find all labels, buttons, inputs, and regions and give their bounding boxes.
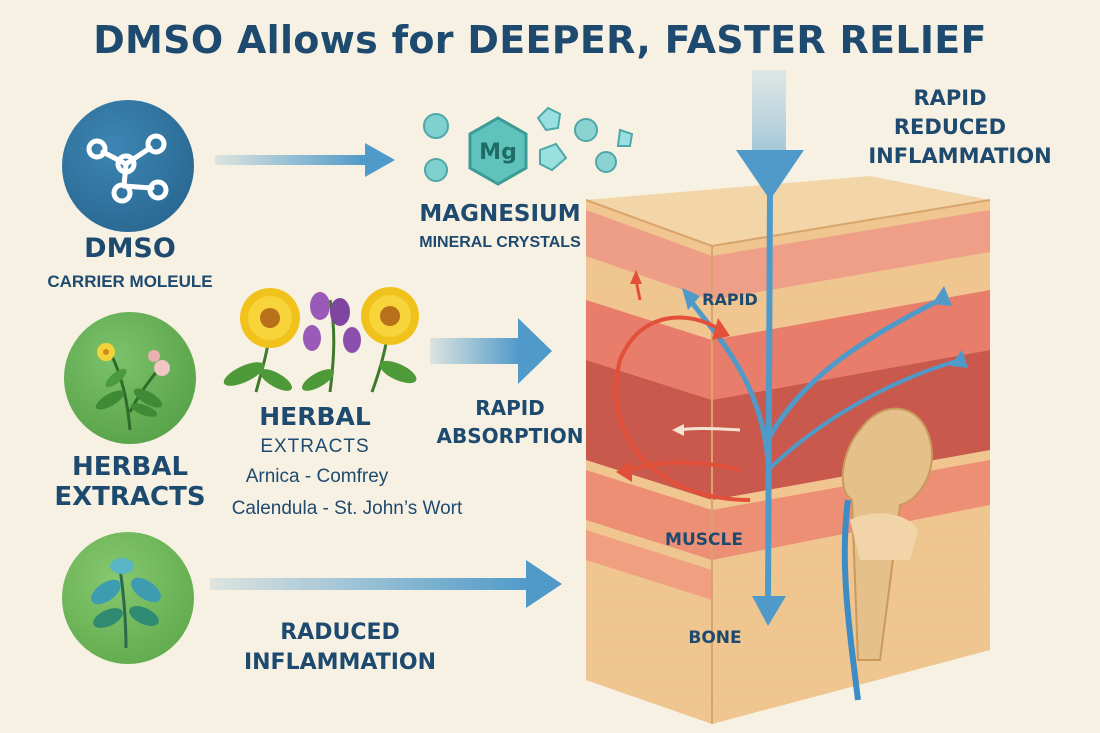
dmso-subtitle: CARRIER MOLEULE — [47, 272, 213, 291]
herb-sprig-icon — [95, 343, 170, 431]
rapid-reduced-line3: INFLAMMATION — [868, 144, 1052, 168]
rapid-reduced-line2: REDUCED — [893, 115, 1007, 139]
herbal-circle — [64, 312, 196, 444]
molecule-icon — [86, 133, 169, 204]
tissue-label-rapid: RAPID — [702, 290, 758, 309]
herbs-list-2: Calendula - St. John’s Wort — [231, 498, 463, 519]
dmso-circle — [62, 100, 194, 232]
herbal-center-line2: EXTRACTS — [260, 436, 370, 457]
raduced-inflammation-line2: INFLAMMATION — [243, 650, 437, 675]
rapid-absorption-line2: ABSORPTION — [436, 424, 584, 448]
tissue-label-muscle: MUSCLE — [665, 530, 743, 550]
arrow-dmso-to-magnesium — [215, 143, 395, 177]
rapid-reduced-line1: RAPID — [913, 86, 987, 110]
arrow-inflammation-to-tissue — [210, 560, 562, 608]
herbal-left-line2: EXTRACTS — [54, 482, 206, 512]
tissue-label-bone: BONE — [688, 628, 742, 648]
dmso-label: DMSO — [84, 233, 176, 264]
rapid-absorption-line1: RAPID — [475, 396, 545, 420]
magnesium-symbol: Mg — [479, 140, 517, 165]
magnesium-subtitle: MINERAL CRYSTALS — [419, 234, 581, 251]
herbs-list-1: Arnica - Comfrey — [245, 466, 389, 487]
herbal-left-line1: HERBAL — [71, 452, 189, 482]
leaf-sprig-icon — [91, 558, 161, 649]
leaf-circle — [62, 532, 194, 664]
arrow-herbal-to-tissue — [430, 318, 552, 384]
raduced-inflammation-line1: RADUCED — [280, 620, 400, 645]
herbal-center-line1: HERBAL — [259, 402, 371, 431]
page-title: DMSO Allows for DEEPER, FASTER RELIEF — [93, 18, 987, 62]
magnesium-label: MAGNESIUM — [419, 201, 581, 227]
